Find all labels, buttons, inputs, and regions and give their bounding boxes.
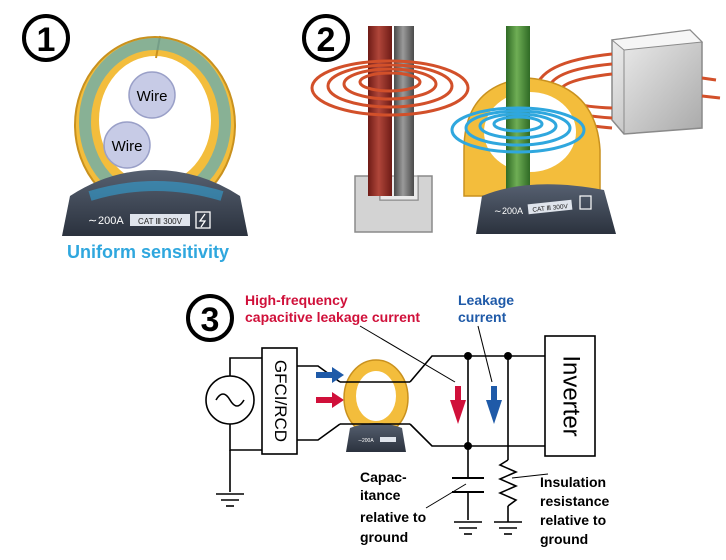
terminal-block: [354, 175, 433, 233]
svg-text:3: 3: [201, 301, 220, 339]
svg-text:Capac-: Capac-: [360, 469, 407, 485]
gfci-rcd-box: GFCI/RCD: [261, 347, 298, 455]
wire-2-label: Wire: [112, 138, 143, 155]
leak-label-line1: Leakage: [458, 292, 514, 308]
junction-dot: [504, 352, 512, 360]
uniform-sensitivity-caption: Uniform sensitivity: [67, 242, 229, 262]
svg-text:∼: ∼: [88, 215, 97, 227]
meter-body-2: ∼ 200A CAT Ⅲ 300V: [476, 184, 616, 234]
cat-badge-2: CAT Ⅲ 300V: [532, 203, 569, 214]
ground-symbol: [494, 521, 522, 535]
panel-2-number: 2: [302, 14, 350, 62]
panel-3: 3 High-frequency capacitive leakage curr…: [186, 292, 609, 547]
ground-symbol: [216, 493, 244, 507]
magnetic-field-clamp: [450, 106, 586, 154]
metal-enclosure: [610, 29, 704, 135]
hf-label-line2: capacitive leakage current: [245, 309, 420, 325]
green-wire: [506, 26, 530, 216]
leak-pointer: [477, 325, 493, 383]
svg-text:ground: ground: [540, 531, 588, 547]
clamp-through-wires: [340, 381, 410, 425]
svg-text:1: 1: [37, 21, 56, 59]
meter-rating-2: 200A: [502, 206, 523, 216]
svg-text:2: 2: [317, 21, 336, 59]
inverter-label: Inverter: [558, 355, 585, 436]
junction-dot: [464, 442, 472, 450]
magnetic-field-wires: [310, 59, 470, 117]
capacitance-label: Capac- itance relative to ground: [360, 469, 426, 545]
svg-text:∼: ∼: [358, 438, 362, 444]
panel-3-number: 3: [186, 294, 234, 342]
junction-dot: [464, 352, 472, 360]
ground-symbol: [454, 521, 482, 535]
svg-text:∼: ∼: [494, 206, 502, 216]
svg-text:resistance: resistance: [540, 493, 609, 509]
res-pointer: [511, 473, 549, 479]
panel-1-number: 1: [22, 14, 70, 62]
hf-leakage-arrow: [450, 386, 466, 424]
wire-1: Wire: [128, 71, 176, 119]
svg-text:itance: itance: [360, 487, 401, 503]
wire-2: Wire: [103, 121, 151, 169]
clamp-meter-3: ∼ 200A: [343, 359, 409, 452]
meter-rating-1: 200A: [98, 215, 124, 227]
ac-source-symbol: [205, 375, 255, 425]
meter-body: ∼ 200A CAT Ⅲ 300V: [62, 170, 248, 236]
circuit-wires: [229, 355, 545, 522]
svg-text:relative to: relative to: [540, 512, 606, 528]
panel-2: 2: [302, 14, 721, 234]
red-wire: [368, 26, 392, 196]
red-current-arrow: [316, 392, 344, 408]
capacitor-symbol: [452, 477, 484, 493]
svg-text:relative to: relative to: [360, 509, 426, 525]
insulation-resistance-label: Insulation resistance relative to ground: [540, 474, 609, 547]
cat-badge-1: CAT Ⅲ 300V: [138, 217, 183, 226]
gfci-rcd-label: GFCI/RCD: [271, 360, 290, 442]
svg-text:Insulation: Insulation: [540, 474, 606, 490]
blue-current-arrow: [316, 367, 344, 383]
panel-1: 1 Wire Wire ∼ 200A C: [22, 14, 248, 262]
leakage-arrow: [486, 386, 502, 424]
svg-text:ground: ground: [360, 529, 408, 545]
leak-label-line2: current: [458, 309, 507, 325]
hf-label-line1: High-frequency: [245, 292, 348, 308]
hf-pointer: [359, 325, 456, 383]
resistor-symbol: [498, 459, 518, 507]
gray-wire: [394, 26, 414, 196]
cap-pointer: [425, 483, 467, 509]
meter-rating-3: 200A: [362, 438, 374, 444]
wire-1-label: Wire: [137, 88, 168, 105]
inverter-box: Inverter: [544, 335, 596, 457]
